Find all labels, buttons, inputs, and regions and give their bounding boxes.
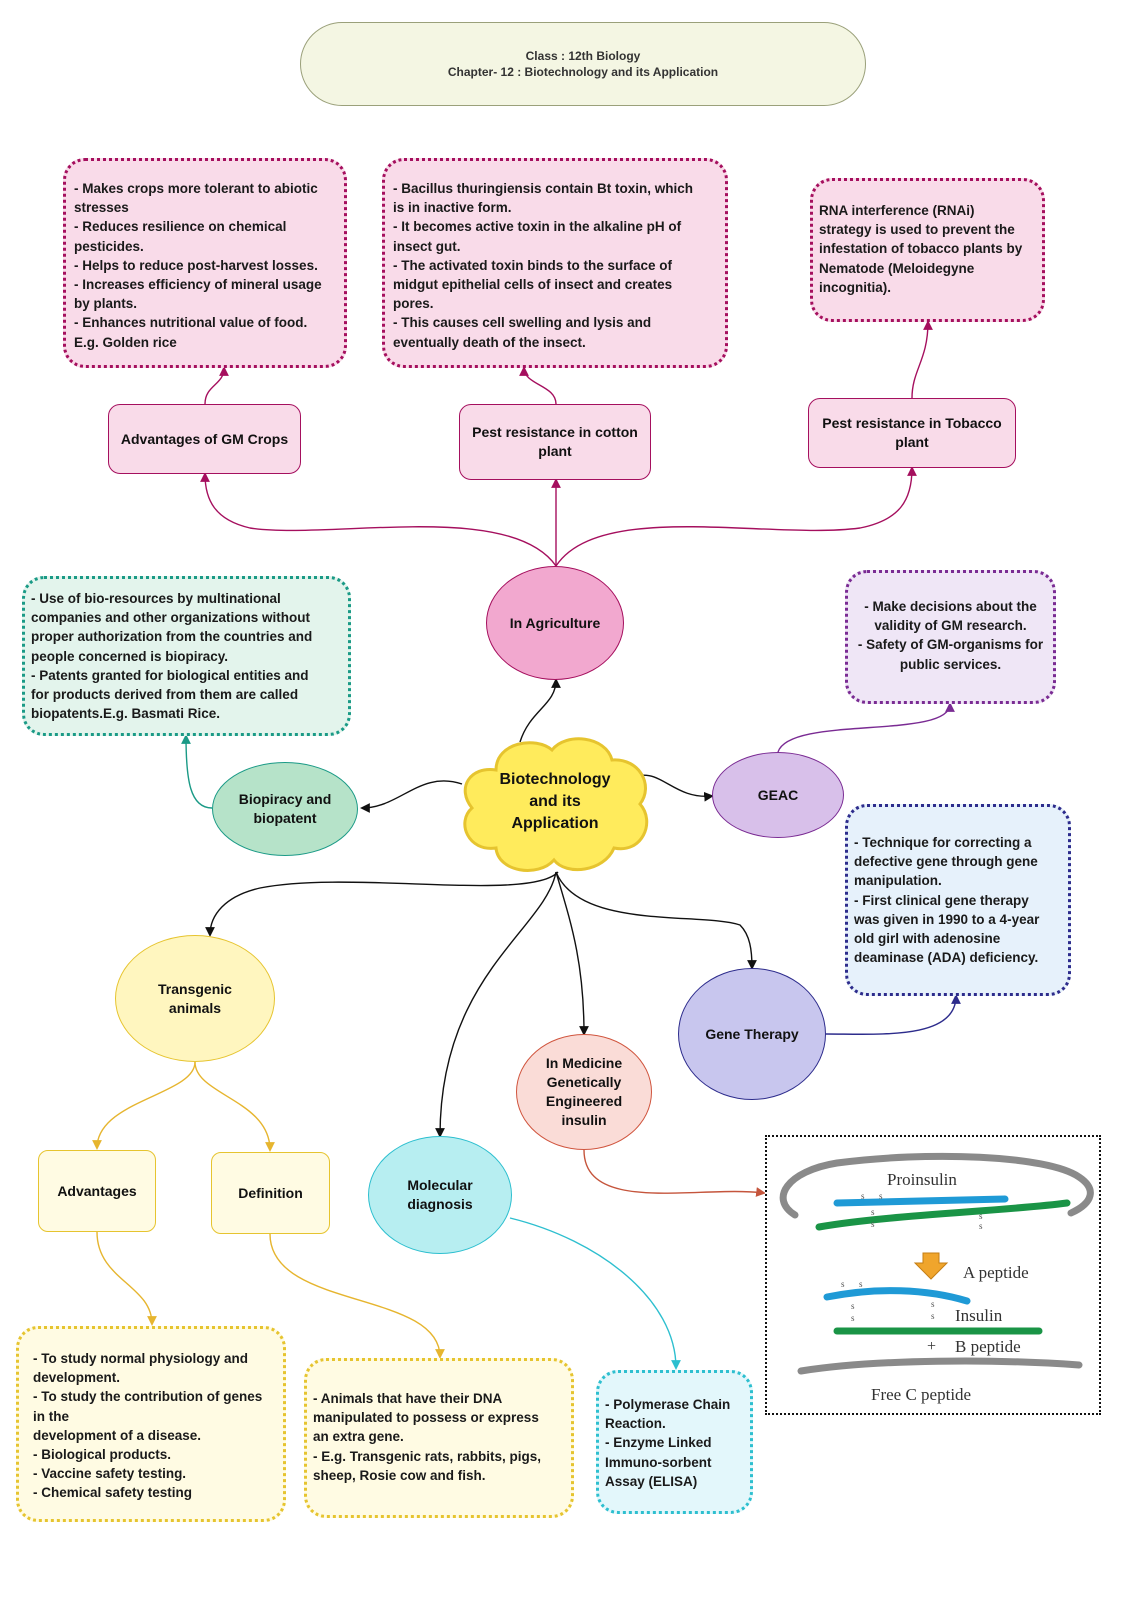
plus-sign: +: [927, 1338, 936, 1355]
central-cloud: [463, 737, 649, 872]
header-class: Class : 12th Biology: [525, 49, 641, 63]
arrow-to-tobacco: [555, 466, 917, 567]
header-title-box: Class : 12th Biology Chapter- 12 : Biote…: [300, 22, 866, 106]
agriculture-node[interactable]: In Agriculture: [486, 566, 624, 680]
arrow-to-gm-crops: [200, 472, 557, 567]
tobacco-node[interactable]: Pest resistance in Tobacco plant: [808, 398, 1016, 468]
disulfide-s: s: [979, 1221, 983, 1231]
arrow-gm-crops-details: [204, 366, 229, 405]
disulfide-s: s: [931, 1311, 935, 1321]
disulfide-s: s: [879, 1191, 883, 1201]
proinsulin-label: Proinsulin: [887, 1170, 957, 1189]
arrow-to-molecular: [435, 871, 557, 1138]
disulfide-s: s: [871, 1219, 875, 1229]
b-peptide-label: B peptide: [955, 1337, 1021, 1356]
arrow-to-advantages: [92, 1061, 196, 1150]
arrow-medicine-figure: [583, 1149, 766, 1197]
arrow-to-medicine: [555, 871, 589, 1036]
disulfide-s: s: [851, 1301, 855, 1311]
disulfide-s: s: [859, 1279, 863, 1289]
definition-node[interactable]: Definition: [211, 1152, 330, 1234]
c-peptide-label: Free C peptide: [871, 1385, 971, 1404]
disulfide-s: s: [979, 1211, 983, 1221]
proinsulin-green-chain: [815, 1199, 1071, 1231]
insulin-figure: Proinsulin s s s s s s A peptide s s s s…: [779, 1152, 1094, 1404]
arrow-advantages-details: [96, 1231, 157, 1326]
gm-crops-node[interactable]: Advantages of GM Crops: [108, 404, 301, 474]
arrow-molecular-details: [509, 1217, 681, 1370]
disulfide-s: s: [851, 1313, 855, 1323]
arrow-tobacco-details: [911, 320, 933, 399]
arrow-to-agriculture: [519, 678, 561, 743]
biopiracy-node[interactable]: Biopiracy and biopatent: [212, 762, 358, 856]
arrow-to-gene-therapy: [555, 871, 757, 970]
arrow-definition-details: [269, 1233, 445, 1359]
c-peptide-chain: [797, 1357, 1083, 1375]
down-arrow-icon: [913, 1252, 949, 1280]
advantages-node[interactable]: Advantages: [38, 1150, 156, 1232]
arrow-biopiracy-details: [181, 734, 213, 809]
transgenic-node[interactable]: Transgenic animals: [115, 935, 275, 1062]
proinsulin-loop: [779, 1152, 1094, 1219]
a-peptide-label: A peptide: [963, 1263, 1029, 1282]
insulin-blue-chain: [823, 1287, 971, 1305]
arrow-to-definition: [194, 1061, 275, 1152]
disulfide-s: s: [931, 1299, 935, 1309]
cotton-node[interactable]: Pest resistance in cotton plant: [459, 404, 651, 480]
disulfide-s: s: [871, 1207, 875, 1217]
cotton-details: - Bacillus thuringiensis contain Bt toxi…: [382, 158, 728, 368]
tobacco-details: RNA interference (RNAi)strategy is used …: [810, 178, 1045, 322]
arrow-geac-details: [777, 702, 955, 753]
disulfide-s: s: [841, 1279, 845, 1289]
disulfide-s: s: [861, 1191, 865, 1201]
arrow-to-transgenic: [205, 871, 559, 937]
molecular-node[interactable]: Molecular diagnosis: [368, 1136, 512, 1254]
arrow-to-biopiracy: [360, 780, 463, 813]
arrow-cotton-details: [519, 366, 557, 405]
geac-node[interactable]: GEAC: [712, 752, 844, 838]
arrow-gene-therapy-details: [825, 994, 961, 1035]
insulin-label: Insulin: [955, 1306, 1003, 1325]
proinsulin-blue-chain: [833, 1195, 1009, 1207]
header-chapter: Chapter- 12 : Biotechnology and its Appl…: [447, 65, 719, 79]
gene-therapy-node[interactable]: Gene Therapy: [678, 968, 826, 1100]
